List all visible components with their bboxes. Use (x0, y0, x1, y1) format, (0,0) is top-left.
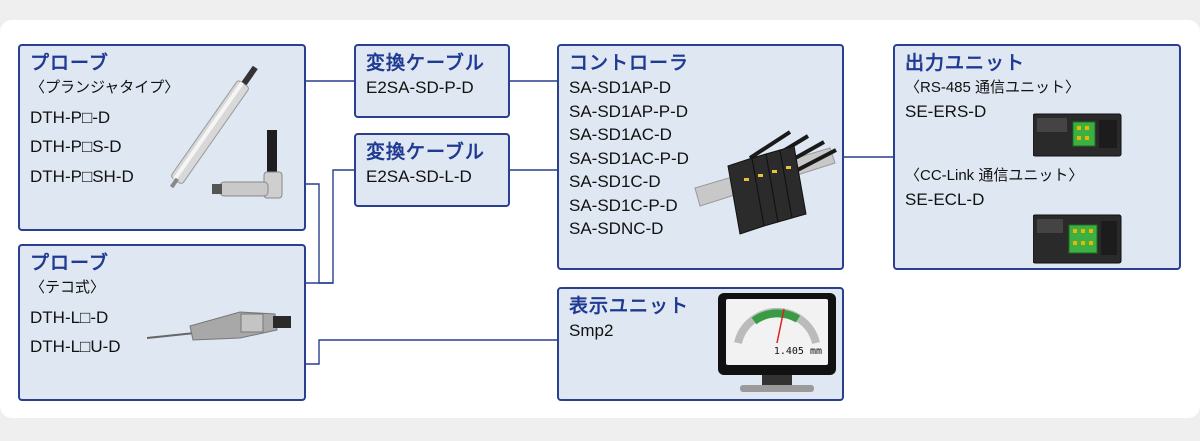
gauge-icon (734, 307, 820, 345)
controller-model: SA-SD1C-P-D (569, 195, 678, 215)
probe-plunger-box: プローブ 〈プランジャタイプ〉 DTH-P□-D DTH-P□S-D DTH-P… (18, 44, 306, 231)
probe-plunger-model: DTH-P□S-D (30, 137, 122, 156)
conversion-cable-model: E2SA-SD-P-D (366, 78, 474, 97)
display-device-image: 1.405 mm (718, 293, 836, 393)
conversion-cable-box-2: 変換ケーブル E2SA-SD-L-D (354, 133, 510, 207)
probe-lever-model: DTH-L□-D (30, 307, 109, 327)
display-unit-model: Smp2 (569, 321, 614, 340)
output-unit-title: 出力ユニット (905, 52, 1026, 74)
probe-plunger-title: プローブ (30, 52, 109, 74)
rs485-unit-image (1033, 113, 1122, 157)
conversion-cable-box-1: 変換ケーブル E2SA-SD-P-D (354, 44, 510, 118)
connector-probe2-display (306, 339, 557, 365)
conversion-cable-title: 変換ケーブル (366, 141, 485, 163)
controller-title: コントローラ (569, 52, 690, 74)
probe-plunger-model: DTH-P□-D (30, 107, 111, 127)
controller-model: SA-SD1AP-D (569, 78, 672, 97)
probe-lever-subtitle: 〈テコ式〉 (30, 279, 106, 296)
conversion-cable-model: E2SA-SD-L-D (366, 167, 472, 186)
probe-plunger-subtitle: 〈プランジャタイプ〉 (30, 79, 180, 96)
cclink-unit-image (1033, 214, 1122, 264)
rs485-unit-model: SE-ERS-D (905, 101, 987, 121)
lever-probe-image (146, 311, 291, 341)
controller-model: SA-SD1AC-D (569, 125, 672, 144)
controller-model: SA-SD1AC-P-D (569, 148, 689, 168)
display-unit-title: 表示ユニット (569, 295, 690, 317)
controller-image (694, 130, 837, 235)
probe-plunger-model: DTH-P□SH-D (30, 166, 134, 186)
controller-model: SA-SD1C-D (569, 172, 661, 191)
cclink-unit-label: 〈CC-Link 通信ユニット〉 (905, 167, 1084, 184)
controller-model: SA-SD1AP-P-D (569, 101, 689, 121)
probe-lever-model: DTH-L□U-D (30, 337, 121, 356)
display-screen-value: 1.405 mm (773, 346, 822, 357)
controller-model: SA-SDNC-D (569, 219, 664, 238)
probe-lever-title: プローブ (30, 252, 109, 274)
connector-probe1-cable2 (306, 169, 354, 284)
plunger-probe-image (169, 65, 283, 199)
rs485-unit-label: 〈RS-485 通信ユニット〉 (905, 79, 1081, 96)
cclink-unit-model: SE-ECL-D (905, 189, 985, 209)
conversion-cable-title: 変換ケーブル (366, 52, 485, 74)
